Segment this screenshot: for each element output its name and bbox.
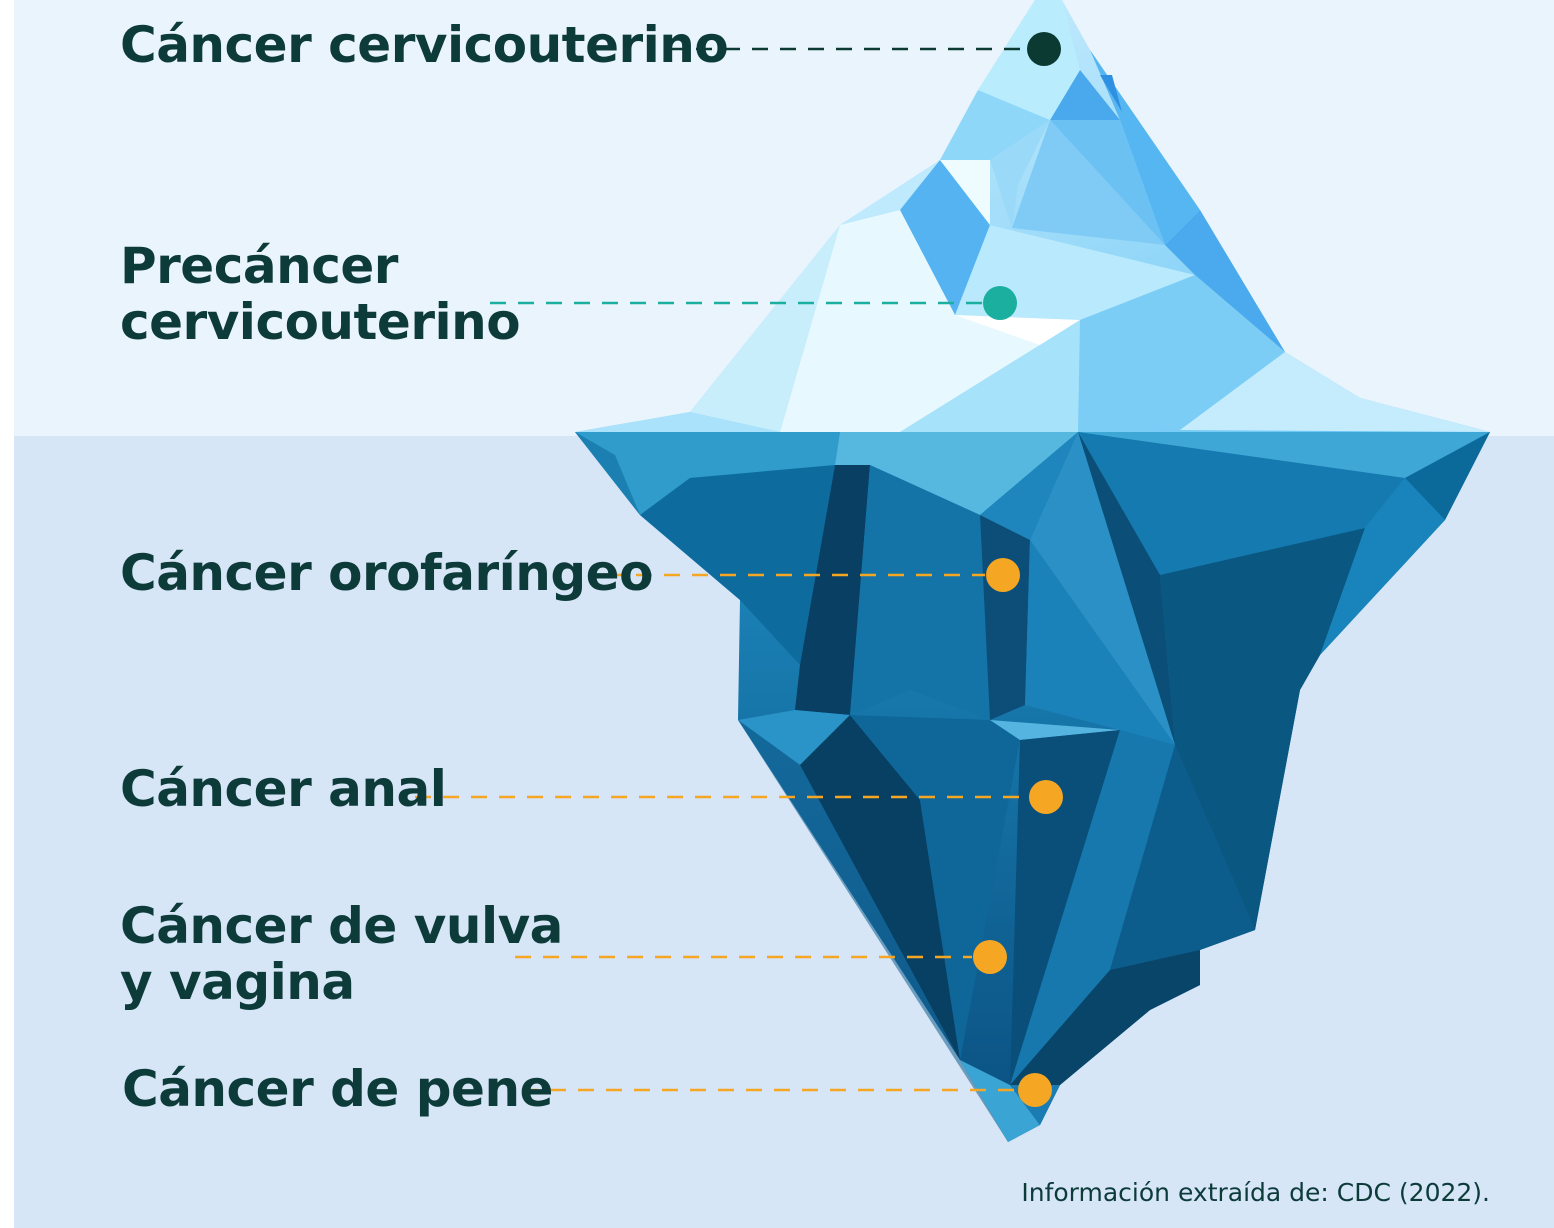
label-line: Cáncer de vulva bbox=[120, 897, 563, 955]
marker-dot bbox=[983, 286, 1017, 320]
marker-dot bbox=[986, 558, 1020, 592]
label-line: Cáncer cervicouterino bbox=[120, 16, 729, 74]
marker-dot bbox=[1018, 1073, 1052, 1107]
marker-dot bbox=[1029, 780, 1063, 814]
label-cancer-orofaringeo: Cáncer orofaríngeo bbox=[120, 545, 653, 601]
label-line: Cáncer anal bbox=[120, 760, 447, 818]
label-cancer-vulva-vagina: Cáncer de vulva y vagina bbox=[120, 898, 563, 1010]
label-precancer-cervicouterino: Precáncer cervicouterino bbox=[120, 237, 521, 351]
label-line: y vagina bbox=[120, 953, 355, 1011]
source-note: Información extraída de: CDC (2022). bbox=[1021, 1178, 1490, 1207]
markers bbox=[973, 32, 1063, 1107]
label-line: Cáncer orofaríngeo bbox=[120, 544, 653, 602]
label-cancer-pene: Cáncer de pene bbox=[122, 1061, 553, 1117]
marker-dot bbox=[973, 940, 1007, 974]
label-line: Precáncer bbox=[120, 237, 398, 295]
label-line: Cáncer de pene bbox=[122, 1060, 553, 1118]
label-cancer-cervicouterino: Cáncer cervicouterino bbox=[120, 16, 729, 74]
label-cancer-anal: Cáncer anal bbox=[120, 760, 447, 818]
marker-dot bbox=[1027, 32, 1061, 66]
label-line: cervicouterino bbox=[120, 293, 521, 351]
connector-lines bbox=[415, 47, 1028, 1092]
